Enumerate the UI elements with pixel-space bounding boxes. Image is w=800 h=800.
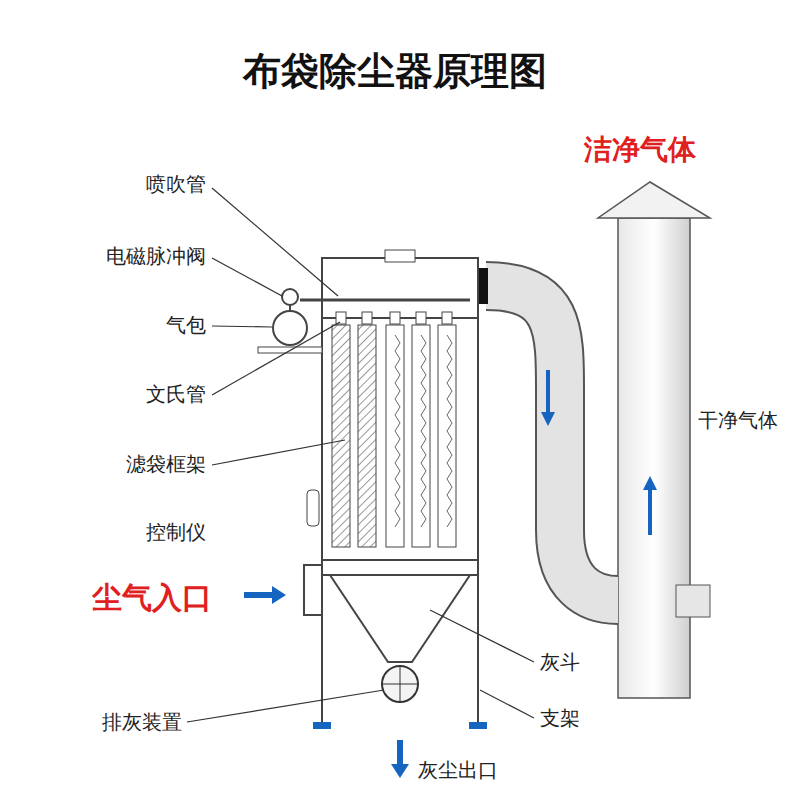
stack-cap bbox=[598, 182, 710, 218]
part-label: 排灰装置 bbox=[102, 711, 182, 734]
leader-line bbox=[212, 322, 340, 395]
part-label: 控制仪 bbox=[146, 521, 206, 544]
housing bbox=[322, 258, 478, 560]
hopper-rim bbox=[322, 560, 478, 575]
bag-frame bbox=[395, 335, 400, 527]
outlet-label: 灰尘出口 bbox=[418, 759, 498, 782]
gas-bag bbox=[273, 311, 307, 345]
top-hatch bbox=[385, 250, 415, 262]
part-label: 滤袋框架 bbox=[126, 453, 206, 476]
part-label: 文氏管 bbox=[146, 383, 206, 406]
inlet-arrow bbox=[244, 586, 286, 604]
part-label: 支架 bbox=[540, 707, 580, 730]
dust-out-arrow bbox=[391, 740, 409, 778]
venturi bbox=[442, 312, 452, 324]
blow-pipe bbox=[300, 299, 470, 302]
up-arrow bbox=[643, 476, 657, 535]
part-label: 灰斗 bbox=[540, 651, 580, 674]
venturi bbox=[336, 312, 346, 324]
leader-line bbox=[187, 690, 384, 722]
part-label: 电磁脉冲阀 bbox=[106, 245, 206, 268]
duct bbox=[486, 286, 618, 600]
flow-arrows bbox=[244, 370, 657, 778]
solenoid-valve bbox=[282, 289, 298, 305]
exhaust-stack bbox=[618, 218, 690, 698]
venturi bbox=[362, 312, 372, 324]
flow-label: 干净气体 bbox=[698, 409, 778, 432]
output-label: 洁净气体 bbox=[584, 134, 696, 166]
inlet-label: 尘气入口 bbox=[92, 581, 212, 616]
filter-bag bbox=[438, 325, 456, 547]
bag-frame bbox=[447, 335, 452, 527]
inlet-flange bbox=[304, 565, 322, 615]
venturi-nozzles bbox=[336, 312, 452, 324]
leader-lines bbox=[187, 188, 534, 722]
leader-line bbox=[212, 326, 272, 327]
venturi bbox=[416, 312, 426, 324]
leader-line bbox=[480, 690, 534, 718]
part-label: 气包 bbox=[166, 314, 206, 337]
down-arrow bbox=[541, 370, 555, 426]
venturi bbox=[390, 312, 400, 324]
filter-bag bbox=[358, 325, 376, 547]
duct-outline bbox=[486, 286, 618, 600]
leg-foot bbox=[469, 722, 487, 729]
rotary-valve bbox=[382, 666, 418, 702]
bag-frame bbox=[421, 335, 426, 527]
controller bbox=[307, 490, 319, 526]
filter-bag bbox=[332, 325, 350, 547]
support-leg bbox=[477, 575, 479, 725]
filter-bag bbox=[386, 325, 404, 547]
leader-line bbox=[430, 610, 534, 662]
leader-line bbox=[212, 440, 345, 465]
leader-line bbox=[212, 258, 282, 296]
part-label: 喷吹管 bbox=[146, 173, 206, 196]
leader-line bbox=[212, 188, 338, 296]
rotary-valve-vane bbox=[400, 666, 401, 702]
filter-bag bbox=[412, 325, 430, 547]
fan-housing bbox=[676, 585, 710, 617]
diagram-title: 布袋除尘器原理图 bbox=[243, 50, 547, 94]
hopper bbox=[330, 575, 470, 662]
leg-foot bbox=[313, 722, 331, 729]
